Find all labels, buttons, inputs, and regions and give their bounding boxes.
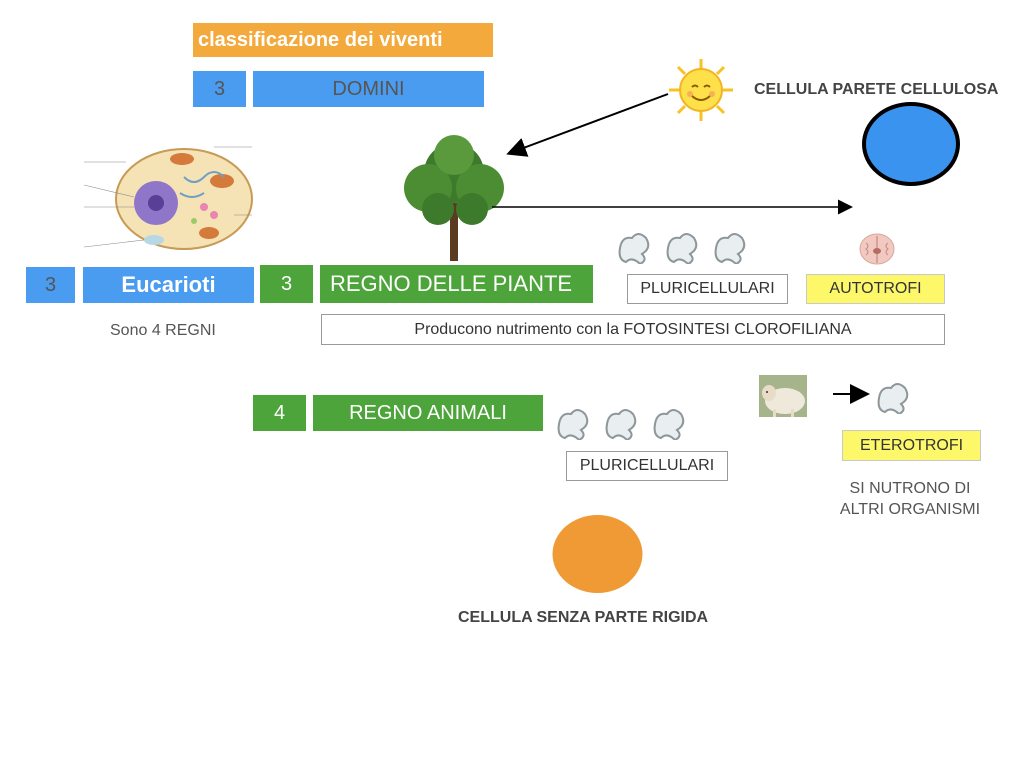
animal-cell-label: CELLULA SENZA PARTE RIGIDA xyxy=(458,609,709,626)
cell-chain-icon xyxy=(875,378,915,416)
domini-number: 3 xyxy=(193,71,246,107)
sheep-icon xyxy=(759,375,807,417)
brain-icon xyxy=(858,233,896,267)
animali-number: 4 xyxy=(253,395,306,431)
cell-chain-icon xyxy=(616,228,756,266)
page-title: classificazione dei viventi xyxy=(193,23,493,57)
plant-cell-icon xyxy=(861,101,961,187)
eucarioti-note: Sono 4 REGNI xyxy=(110,322,216,339)
animali-label: REGNO ANIMALI xyxy=(313,395,543,431)
animal-cell-icon xyxy=(551,514,644,594)
eterotrofi-note-line2: ALTRI ORGANISMI xyxy=(839,501,981,518)
piante-pluricellulari: PLURICELLULARI xyxy=(627,274,788,304)
piante-autotrofi: AUTOTROFI xyxy=(806,274,945,304)
cell-diagram-icon xyxy=(83,137,254,267)
eucarioti-label: Eucarioti xyxy=(83,267,254,303)
piante-description: Producono nutrimento con la FOTOSINTESI … xyxy=(321,314,945,345)
tree-icon xyxy=(398,133,510,261)
sun-icon xyxy=(667,57,735,123)
piante-label: REGNO DELLE PIANTE xyxy=(320,265,593,303)
sun-to-tree-arrow xyxy=(506,93,669,157)
piante-number: 3 xyxy=(260,265,313,303)
animali-pluricellulari: PLURICELLULARI xyxy=(566,451,728,481)
domini-label: DOMINI xyxy=(253,71,484,107)
eucarioti-number: 3 xyxy=(26,267,75,303)
animali-eterotrofi: ETEROTROFI xyxy=(842,430,981,461)
cell-chain-icon xyxy=(555,404,695,442)
eterotrofi-note-line1: SI NUTRONO DI xyxy=(849,480,971,497)
plant-cell-label: CELLULA PARETE CELLULOSA xyxy=(754,81,999,98)
